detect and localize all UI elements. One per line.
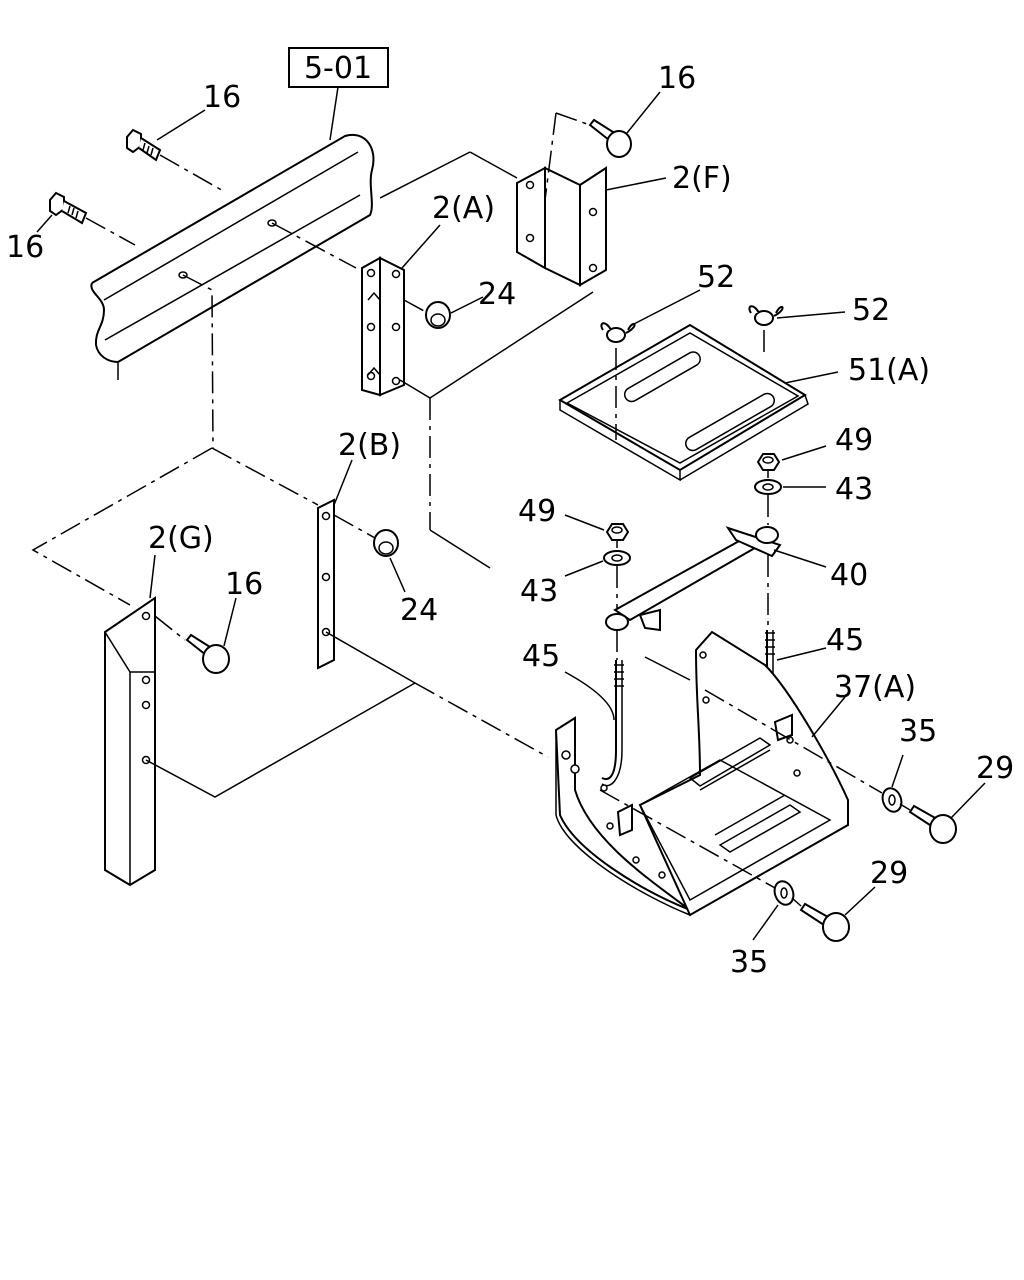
flange-nut-24-lower — [373, 529, 399, 557]
callout-52-left: 52 — [697, 260, 735, 295]
callout-35-right: 35 — [899, 714, 937, 749]
battery-cover-51a — [558, 323, 809, 482]
callout-45-left: 45 — [522, 639, 560, 674]
callout-24-upper: 24 — [478, 277, 516, 312]
leader-lines — [36, 91, 986, 941]
wing-nut-52-left — [600, 322, 636, 343]
bolt-16-bracket-2g — [185, 633, 230, 674]
bracket-2b — [317, 498, 335, 670]
callout-2f: 2(F) — [672, 161, 732, 196]
callout-51a: 51(A) — [848, 353, 930, 388]
callout-16-bracket-2f: 16 — [658, 61, 696, 96]
callout-40: 40 — [830, 558, 868, 593]
bolt-16-frame-lower — [49, 191, 88, 225]
bracket-2a — [361, 256, 405, 397]
callout-49-left: 49 — [518, 494, 556, 529]
bracket-2f — [516, 166, 607, 287]
callout-29-right: 29 — [976, 751, 1014, 786]
nut-49-right — [756, 453, 781, 471]
battery-tray-37a — [554, 630, 849, 917]
assembly-lines — [31, 112, 911, 907]
flange-nut-24-upper — [425, 301, 451, 329]
callout-45-right: 45 — [826, 623, 864, 658]
nut-49-left — [605, 523, 630, 541]
wing-nut-52-right — [748, 305, 784, 326]
bolt-16-bracket-2f — [588, 118, 632, 158]
callout-labels: 16 16 16 16 2(A) 2(F) 2(B) 2(G) 24 24 52… — [6, 61, 1014, 980]
rod-45-left — [601, 660, 624, 787]
callout-37a: 37(A) — [834, 670, 916, 705]
callout-35-lower: 35 — [730, 945, 768, 980]
callout-29-lower: 29 — [870, 856, 908, 891]
reference-box-label: 5-01 — [304, 51, 372, 86]
bracket-2g — [104, 596, 156, 887]
callout-2g: 2(G) — [148, 521, 214, 556]
callout-2a: 2(A) — [432, 191, 495, 226]
callout-16-bracket-2g: 16 — [225, 567, 263, 602]
callout-52-right: 52 — [852, 293, 890, 328]
callout-43-right: 43 — [835, 472, 873, 507]
callout-43-left: 43 — [520, 574, 558, 609]
bolt-29-right — [908, 804, 957, 844]
callout-24-lower: 24 — [400, 593, 438, 628]
washer-43-left — [603, 550, 631, 566]
reference-box: 5-01 — [288, 47, 389, 141]
washer-43-right — [754, 479, 782, 495]
hold-bar-40 — [605, 526, 782, 632]
bolt-29-lower — [799, 902, 850, 942]
frame-rail — [90, 133, 375, 380]
bolt-16-frame-upper — [126, 128, 162, 162]
callout-2b: 2(B) — [338, 428, 401, 463]
washer-35-lower — [773, 880, 795, 906]
callout-16-frame-upper: 16 — [203, 80, 241, 115]
callout-16-frame-lower: 16 — [6, 230, 44, 265]
callout-49-right: 49 — [835, 423, 873, 458]
washer-35-right — [881, 787, 903, 813]
